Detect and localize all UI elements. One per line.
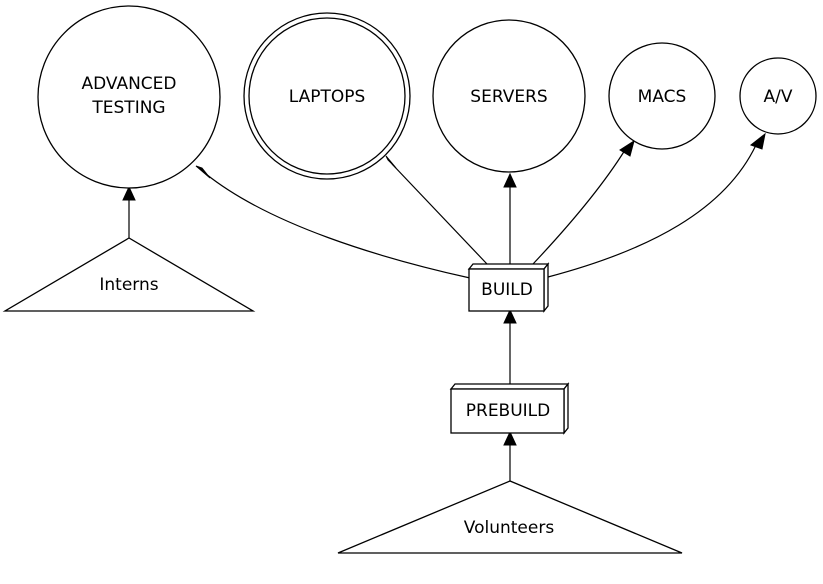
prebuild-box-front	[450, 388, 565, 434]
macs-label: MACS	[638, 87, 687, 107]
av-circle	[739, 57, 817, 135]
arrowhead-volunteers-prebuild	[503, 430, 517, 446]
node-volunteers: Volunteers	[337, 480, 683, 554]
prebuild-box-top	[449, 383, 570, 390]
node-build: BUILD	[467, 262, 550, 313]
laptops-label: LAPTOPS	[289, 87, 366, 107]
volunteers-label: Volunteers	[464, 518, 555, 538]
edges	[122, 132, 766, 481]
arrowhead-interns-advanced-testing	[122, 185, 136, 201]
arrowhead-build-laptops	[385, 155, 397, 169]
arrowhead-prebuild-build	[503, 308, 517, 324]
interns-label: Interns	[99, 275, 158, 295]
edge-build-advanced-testing	[205, 173, 471, 279]
node-laptops: LAPTOPS	[243, 12, 411, 180]
node-interns: Interns	[2, 237, 256, 312]
volunteers-triangle	[337, 480, 683, 554]
prebuild-label: PREBUILD	[466, 401, 551, 421]
node-macs: MACS	[608, 42, 716, 150]
interns-triangle	[2, 237, 256, 312]
servers-circle	[432, 19, 586, 173]
build-label: BUILD	[481, 280, 533, 300]
edge-build-av	[547, 144, 757, 278]
edge-build-macs	[532, 149, 626, 265]
laptops-inner-circle	[248, 17, 406, 175]
build-box-top	[467, 263, 550, 270]
servers-label: SERVERS	[470, 87, 547, 107]
arrowhead-build-advanced-testing	[195, 165, 211, 179]
build-box-front	[468, 268, 545, 312]
arrowhead-build-servers	[503, 172, 517, 188]
node-servers: SERVERS	[432, 19, 586, 173]
node-av: A/V	[739, 57, 817, 135]
macs-circle	[608, 42, 716, 150]
node-prebuild: PREBUILD	[449, 382, 570, 435]
advanced-testing-label-line2: TESTING	[91, 98, 165, 118]
arrowhead-build-av	[749, 132, 766, 150]
arrowhead-build-macs	[619, 139, 635, 157]
advanced-testing-circle	[37, 5, 221, 189]
edge-build-laptops	[391, 163, 488, 265]
node-advanced-testing: ADVANCED TESTING	[37, 5, 221, 189]
advanced-testing-label-line1: ADVANCED	[81, 74, 176, 94]
av-label: A/V	[764, 87, 793, 107]
